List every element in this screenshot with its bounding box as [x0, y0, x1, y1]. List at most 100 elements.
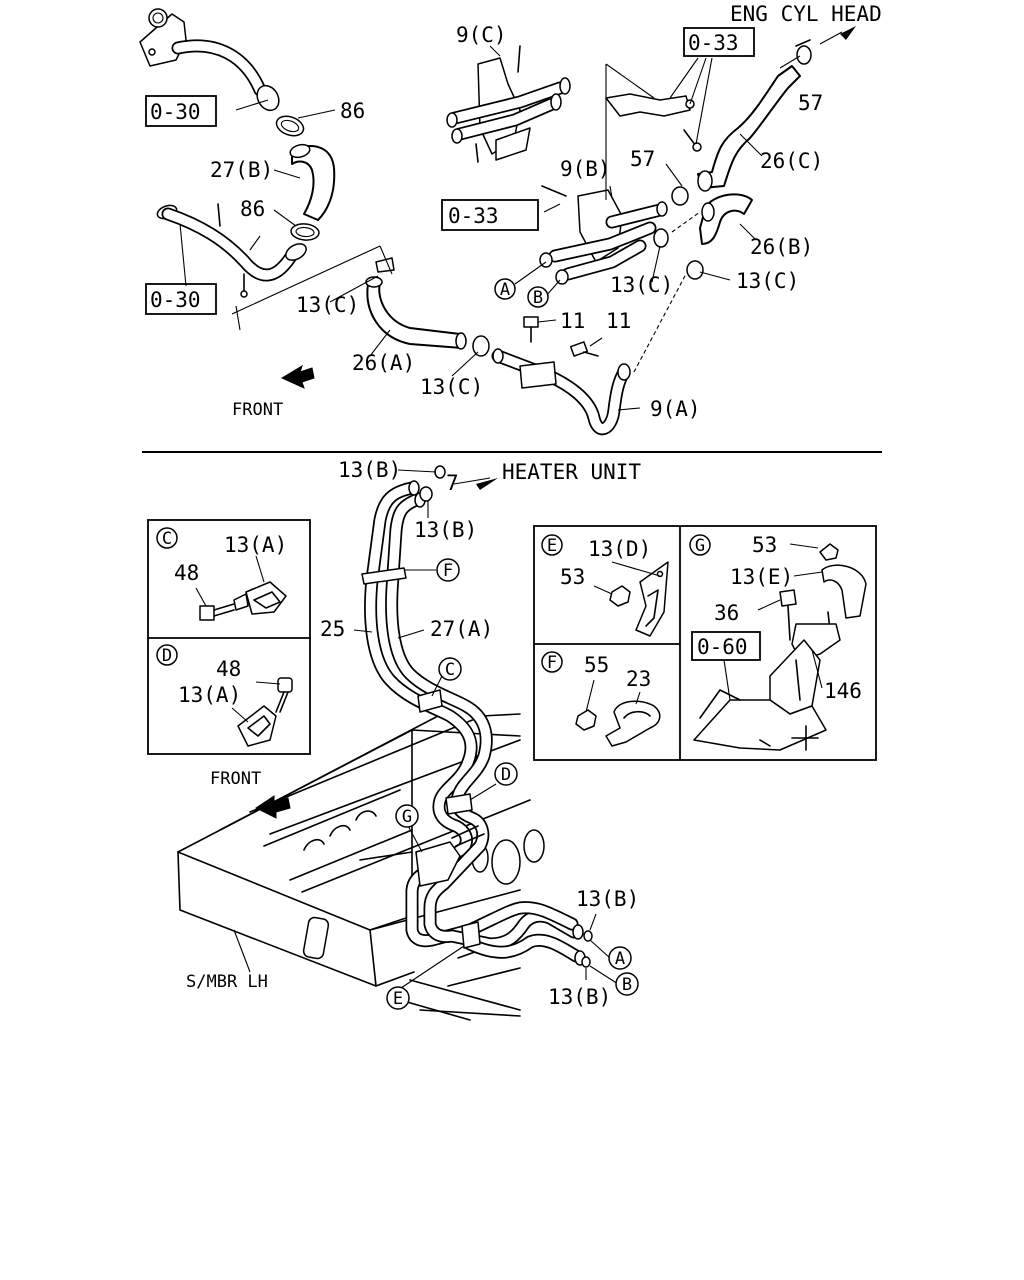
marker-d-bottom: [494, 762, 518, 786]
detail-e-53: 53: [560, 565, 585, 589]
detail-e-marker: [541, 534, 563, 556]
detail-g-marker: [689, 534, 711, 556]
detail-g-36: 36: [714, 601, 739, 625]
pipe-9a: [491, 348, 631, 436]
part-25: 25: [320, 617, 345, 641]
marker-d-label: D: [501, 765, 511, 785]
marker-f-label: F: [443, 561, 453, 581]
part-26b: 26(B): [750, 235, 813, 259]
pipe-assembly-9b: [539, 185, 668, 285]
part-13c-middle: 13(C): [610, 273, 673, 297]
marker-e-label: E: [393, 989, 403, 1009]
front-arrow-bottom: [255, 795, 291, 819]
pipe-assembly-9c: [446, 45, 571, 163]
marker-c-bottom: [438, 657, 462, 681]
detail-d-48: 48: [216, 657, 241, 681]
detail-g-ref-box: [691, 631, 761, 661]
detail-c-clamp-drawing: [195, 555, 287, 621]
detail-c-48: 48: [174, 561, 199, 585]
part-13c-right: 13(C): [736, 269, 799, 293]
part-9a: 9(A): [650, 397, 701, 421]
marker-a-bottom-label: A: [615, 949, 625, 969]
heater-hoses: [361, 480, 586, 966]
ref-box-0-33-lower: [441, 199, 539, 231]
part-26a: 26(A): [352, 351, 415, 375]
front-label-top: FRONT: [232, 400, 283, 420]
heater-unit-label: HEATER UNIT: [502, 460, 641, 484]
detail-g-bracket-drawing: [693, 543, 867, 751]
clamp-13b-lower-b: [581, 956, 591, 968]
detail-g-13e: 13(E): [730, 565, 793, 589]
detail-f-marker-label: F: [547, 653, 557, 673]
ref-box-0-30-lower: [145, 283, 217, 315]
part-57-upper: 57: [798, 91, 823, 115]
part-86-lower: 86: [240, 197, 265, 221]
detail-c-marker-label: C: [162, 529, 172, 549]
marker-g-bottom: [395, 804, 419, 828]
detail-g-marker-label: G: [695, 536, 705, 556]
marker-f-bottom: [436, 558, 460, 582]
ref-0-33-lower-label: 0-33: [448, 204, 499, 228]
marker-e-bottom: [386, 986, 410, 1010]
part-13c-bottom: 13(C): [420, 375, 483, 399]
ref-0-33-upper-label: 0-33: [688, 31, 739, 55]
clamp-13c-right: [686, 260, 704, 280]
leader-lines-bottom: [233, 469, 619, 991]
detail-d-marker-label: D: [162, 646, 172, 666]
front-label-bottom: FRONT: [210, 769, 261, 789]
front-arrow-top: [280, 364, 315, 389]
part-26c: 26(C): [760, 149, 823, 173]
clamp-13b-heater-upper: [434, 465, 446, 479]
part-11-left: 11: [560, 309, 585, 333]
part-13b-heater-lower: 13(B): [414, 518, 477, 542]
marker-g-label: G: [402, 807, 412, 827]
part-13b-heater-upper: 13(B): [338, 458, 401, 482]
detail-d-clamp-drawing: [231, 677, 293, 747]
part-86-upper: 86: [340, 99, 365, 123]
bracket-upper-right: [605, 93, 702, 152]
clamp-57-upper: [795, 39, 812, 65]
detail-f-clip-drawing: [575, 679, 661, 747]
hose-26a: [365, 257, 467, 350]
arrow-eng-cyl-head: [840, 26, 856, 40]
thermostat-outlet-pipe: [139, 8, 280, 112]
part-9b: 9(B): [560, 157, 611, 181]
hose-26c: [697, 65, 801, 192]
detail-c-13a: 13(A): [224, 533, 287, 557]
marker-b-bottom-label: B: [622, 975, 632, 995]
marker-b-top-label: B: [533, 288, 543, 308]
detail-f-23: 23: [626, 667, 651, 691]
detail-e-marker-label: E: [547, 536, 557, 556]
clamp-13b-heater-lower: [419, 486, 433, 502]
water-pipe-left: [156, 203, 307, 298]
hose-27b: [289, 143, 336, 221]
detail-panel-cd: C 13(A) 48 D 48 13(A): [147, 519, 311, 755]
detail-d-marker: [156, 644, 178, 666]
clamp-86-lower: [290, 223, 320, 241]
marker-a-bottom: [608, 946, 632, 970]
marker-b-bottom: [615, 972, 639, 996]
part-11-right: 11: [606, 309, 631, 333]
marker-b-top: [527, 286, 549, 308]
marker-a-top: [494, 278, 516, 300]
part-13b-lower-a: 13(B): [576, 887, 639, 911]
detail-g-ref: 0-60: [697, 635, 748, 659]
part-27a: 27(A): [430, 617, 493, 641]
bottom-view: F C D G E A B 13(B) 7 HEATER UNIT 13(B) …: [177, 458, 641, 1021]
clamp-13b-lower-a: [583, 930, 593, 942]
detail-c-marker: [156, 527, 178, 549]
top-view: ENG CYL HEAD 0-30 0-30 0-33 0-33 86 86 2…: [139, 2, 882, 436]
detail-f-marker: [541, 651, 563, 673]
ref-0-30-lower-label: 0-30: [150, 288, 201, 312]
detail-g-53: 53: [752, 533, 777, 557]
ref-box-0-30-upper: [145, 95, 217, 127]
eng-cyl-head-label: ENG CYL HEAD: [730, 2, 882, 26]
clamp-57-middle: [671, 186, 689, 206]
part-7: 7: [446, 471, 459, 495]
clamp-86-upper: [275, 115, 305, 137]
detail-panel-efg: E 13(D) 53 F 55 23 G 53 13(E) 36 0-6: [533, 525, 877, 761]
leader-lines-top: [179, 31, 843, 411]
part-57-middle: 57: [630, 147, 655, 171]
